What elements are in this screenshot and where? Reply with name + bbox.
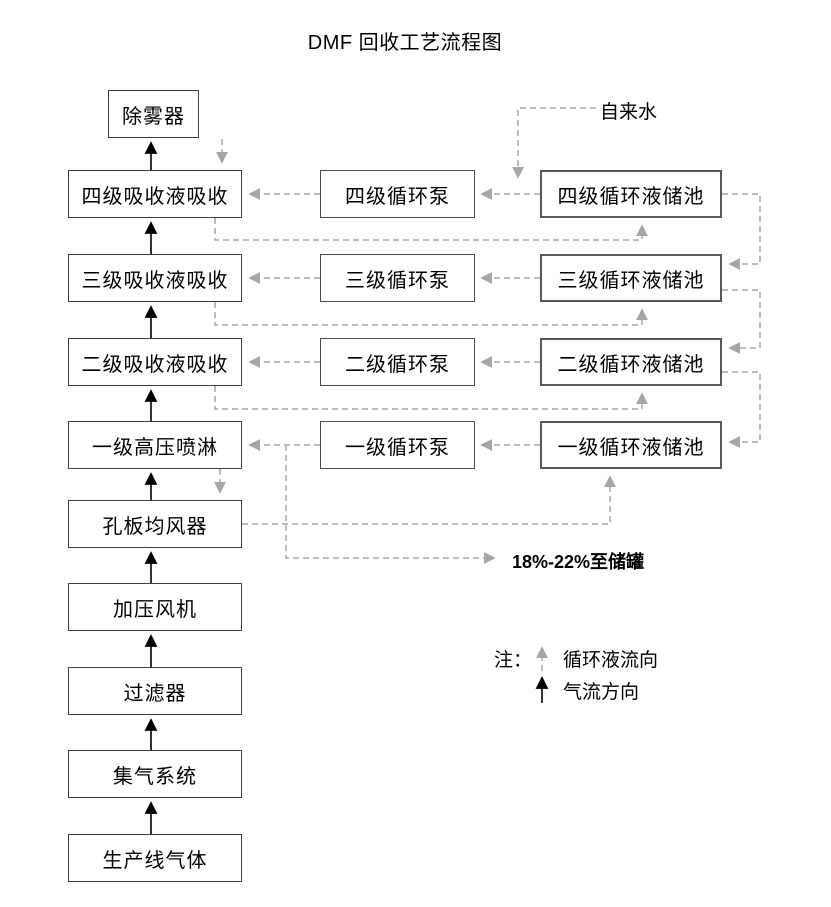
node-pump-4: 四级循环泵 bbox=[320, 170, 475, 218]
node-pump-1: 一级循环泵 bbox=[320, 421, 475, 469]
line-absorber3-return-to-pool3 bbox=[214, 302, 648, 326]
node-demister: 除雾器 bbox=[108, 90, 199, 138]
tap-water-label: 自来水 bbox=[600, 102, 658, 123]
node-pump-3: 三级循环泵 bbox=[320, 254, 475, 302]
node-pool-3: 三级循环液储池 bbox=[540, 254, 722, 302]
node-distributor: 孔板均风器 bbox=[68, 500, 242, 548]
node-absorber-4: 四级吸收液吸收 bbox=[68, 170, 242, 218]
line-pool3-overflow-to-pool2 bbox=[722, 289, 761, 354]
node-pump-2: 二级循环泵 bbox=[320, 338, 475, 386]
line-pool4-overflow-to-pool3 bbox=[722, 193, 761, 270]
node-sprayer-1: 一级高压喷淋 bbox=[68, 421, 242, 469]
node-filter: 过滤器 bbox=[68, 667, 242, 715]
legend-solid-label: 气流方向 bbox=[563, 682, 640, 703]
node-pool-2: 二级循环液储池 bbox=[540, 338, 722, 386]
line-absorber4-return-to-pool4 bbox=[214, 218, 648, 241]
line-distributor-return-to-pool1 bbox=[242, 475, 616, 525]
to-storage-tank-label: 18%-22%至储罐 bbox=[512, 552, 645, 572]
legend-note-label: 注： bbox=[494, 650, 533, 671]
line-pool2-overflow-to-pool1 bbox=[722, 371, 761, 448]
node-production-gas: 生产线气体 bbox=[68, 834, 242, 882]
line-tap-water-feed bbox=[512, 107, 596, 179]
node-fan: 加压风机 bbox=[68, 583, 242, 631]
legend-dashed-label: 循环液流向 bbox=[563, 650, 659, 671]
node-gas-collection: 集气系统 bbox=[68, 750, 242, 798]
node-pool-4: 四级循环液储池 bbox=[540, 170, 722, 218]
line-absorber2-return-to-pool2 bbox=[214, 386, 648, 410]
node-absorber-3: 三级吸收液吸收 bbox=[68, 254, 242, 302]
node-pool-1: 一级循环液储池 bbox=[540, 421, 722, 469]
diagram-title: DMF 回收工艺流程图 bbox=[307, 32, 503, 54]
node-absorber-2: 二级吸收液吸收 bbox=[68, 338, 242, 386]
